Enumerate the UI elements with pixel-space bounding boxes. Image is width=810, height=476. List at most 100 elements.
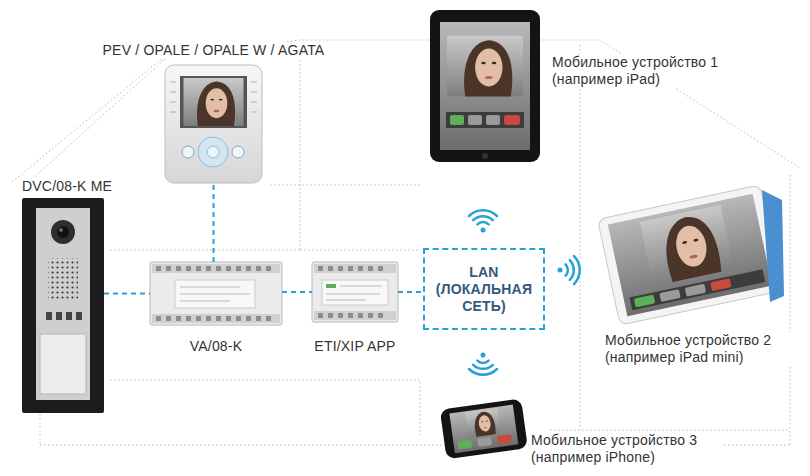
illustration-rect [48, 258, 78, 300]
device-label: PEV / OPALE / OPALE W / AGATA [101, 42, 327, 59]
illustration-polyline [20, 48, 300, 190]
illustration-rect [634, 294, 655, 307]
device-label: VA/08-K [188, 338, 245, 355]
illustration-rect [457, 440, 472, 450]
illustration-line [251, 92, 257, 93]
illustration-rect [226, 316, 231, 321]
illustration-g [180, 287, 250, 301]
illustration-use [465, 408, 501, 438]
illustration-rect [322, 280, 388, 305]
illustration-rect [468, 115, 482, 125]
illustration-rect [659, 289, 680, 302]
illustration-rect [256, 316, 261, 321]
illustration-rect [156, 316, 161, 321]
illustration-path [570, 260, 574, 280]
illustration-rect [486, 115, 500, 125]
illustration-line [251, 82, 257, 83]
illustration-rect [504, 115, 520, 125]
device-label: Мобильное устройство 2 (например iPad mi… [603, 332, 803, 366]
illustration-rect [56, 312, 62, 320]
illustration-line [790, 175, 791, 445]
illustration-rect [206, 266, 211, 271]
illustration-path [477, 222, 488, 224]
illustration-g [170, 82, 257, 112]
lan-box: LAN (ЛОКАЛЬНАЯ СЕТЬ) [423, 248, 545, 330]
illustration-path [477, 361, 488, 363]
illustration-rect [236, 266, 241, 271]
illustration-g [156, 266, 271, 321]
illustration-polyline [12, 40, 800, 182]
illustration-rect [449, 405, 518, 454]
illustration-g [598, 185, 783, 325]
illustration-rect [378, 266, 383, 271]
illustration-polyline [270, 185, 420, 186]
illustration-rect [450, 115, 464, 125]
illustration-rect [176, 266, 181, 271]
illustration-circle [481, 353, 486, 358]
device-label: Мобильное устройство 1 (например iPad) [550, 54, 739, 88]
illustration-polyline [110, 380, 420, 435]
illustration-rect [368, 266, 373, 271]
device-label: DVC/08-K ME [20, 178, 114, 195]
illustration-line [580, 45, 581, 430]
illustration-rect [328, 313, 333, 318]
illustration-rect [358, 313, 363, 318]
ip-interface: ETI/XIP APP [312, 262, 398, 322]
illustration-rect [216, 266, 221, 271]
illustration-g [312, 262, 398, 322]
illustration-rect [196, 316, 201, 321]
illustration-path [473, 365, 493, 369]
illustration-polyline [110, 250, 300, 251]
dashed-connector [398, 291, 423, 293]
mobile-device: Мобильное устройство 3 (например iPhone) [440, 392, 527, 468]
mobile-device: Мобильное устройство 2 (например iPad mi… [600, 185, 785, 328]
illustration-path [574, 256, 580, 284]
illustration-rect [76, 312, 82, 320]
illustration-line [170, 102, 176, 103]
illustration-circle [57, 226, 69, 238]
illustration-rect [608, 194, 772, 317]
illustration-rect [176, 316, 181, 321]
illustration-rect [40, 334, 86, 394]
illustration-rect [266, 316, 271, 321]
illustration-rect [36, 208, 90, 400]
illustration-circle [182, 146, 194, 158]
illustration-path [473, 216, 493, 220]
illustration-use [447, 36, 523, 97]
illustration-rect [358, 266, 363, 271]
illustration-rect [314, 311, 396, 320]
illustration-g [22, 198, 104, 413]
illustration-rect [430, 10, 540, 162]
dashed-connector [282, 291, 312, 293]
illustration-line [180, 287, 240, 288]
illustration-rect [156, 266, 161, 271]
illustration-rect [186, 316, 191, 321]
illustration-rect [440, 22, 530, 150]
illustration-g [150, 262, 282, 325]
illustration-rect [348, 313, 353, 318]
network-label: LAN (ЛОКАЛЬНАЯ СЕТЬ) [431, 264, 537, 315]
illustration-rect [206, 316, 211, 321]
illustration-rect [226, 266, 231, 271]
illustration-g [440, 398, 528, 459]
dashed-connector [213, 183, 215, 262]
illustration-rect [440, 398, 528, 459]
illustration-use [184, 78, 244, 126]
illustration-polygon [762, 190, 784, 302]
illustration-rect [152, 264, 280, 273]
illustration-circle [558, 268, 563, 273]
door-panel: DVC/08-K ME [22, 198, 104, 413]
device-label: ETI/XIP APP [312, 338, 397, 355]
illustration-rect [166, 266, 171, 271]
illustration-line [180, 294, 250, 295]
illustration-g [12, 40, 800, 445]
illustration-line [251, 102, 257, 103]
illustration-rect [216, 316, 221, 321]
illustration-rect [196, 266, 201, 271]
illustration-rect [497, 434, 512, 444]
illustration-g [165, 65, 262, 183]
illustration-path [469, 369, 497, 375]
illustration-rect [318, 313, 323, 318]
illustration-circle [482, 153, 488, 159]
